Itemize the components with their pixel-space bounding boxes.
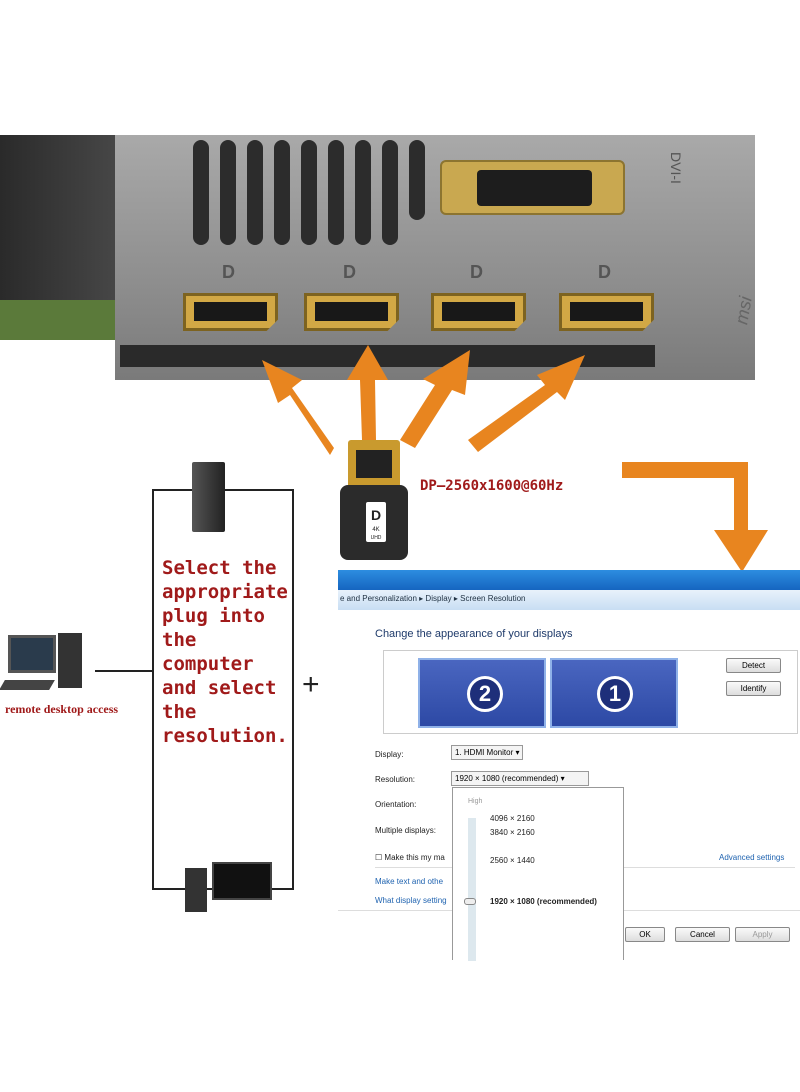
resolution-option[interactable]: 2560 × 1440 [490, 856, 535, 865]
vent [274, 140, 290, 245]
apply-button[interactable]: Apply [735, 927, 790, 942]
pc-tower-icon [185, 868, 207, 912]
instruction-text: Select the appropriate plug into the com… [162, 556, 288, 748]
screen-resolution-window: e and Personalization ▸ Display ▸ Screen… [338, 570, 800, 961]
resolution-label: Resolution: [375, 775, 416, 784]
displayport-4 [559, 293, 654, 331]
monitor-number: 2 [467, 676, 503, 712]
pc-tower-icon [192, 462, 225, 532]
spec-text: DP—2560x1600@60Hz [420, 478, 564, 494]
svg-text:D: D [371, 507, 381, 523]
detect-button[interactable]: Detect [726, 658, 781, 673]
dp-symbol: D [343, 262, 356, 282]
connector-line [95, 670, 153, 672]
breadcrumb-item[interactable]: e and Personalization [340, 594, 417, 603]
resolution-select[interactable]: 1920 × 1080 (recommended) ▾ [451, 771, 589, 786]
vent [355, 140, 371, 245]
computer-icon [8, 635, 56, 673]
dp-symbol: D [222, 262, 235, 282]
instruction-line: resolution. [162, 725, 288, 747]
monitor-2[interactable]: 2 [418, 658, 546, 728]
vent [382, 140, 398, 245]
connector-line [152, 489, 154, 889]
vent [247, 140, 263, 245]
dp-dummy-plug: D 4K UHD [340, 440, 408, 560]
gpu-body [120, 345, 655, 367]
instruction-line: Select the [162, 557, 277, 579]
connector-line [225, 489, 293, 491]
plus-sign: + [302, 668, 320, 701]
vent [220, 140, 236, 245]
vent [301, 140, 317, 245]
vent [328, 140, 344, 245]
displayport-2 [304, 293, 399, 331]
advanced-settings-link[interactable]: Advanced settings [719, 853, 785, 862]
dp-symbol: D [598, 262, 611, 282]
remote-label: remote desktop access [5, 702, 119, 716]
svg-text:4K: 4K [372, 527, 379, 533]
instruction-line: computer [162, 653, 254, 675]
display-value: 1. HDMI Monitor [455, 748, 514, 757]
svg-text:UHD: UHD [371, 535, 382, 541]
orientation-label: Orientation: [375, 800, 417, 809]
instruction-line: the [162, 629, 197, 651]
display-settings-link[interactable]: What display setting [375, 896, 447, 905]
pc-tower-icon [58, 633, 82, 688]
gpu-pcb-edge [0, 300, 120, 340]
dp-symbol: D [470, 262, 483, 282]
displayport-1 [183, 293, 278, 331]
vent [193, 140, 209, 245]
displayport-3 [431, 293, 526, 331]
text-size-link[interactable]: Make text and othe [375, 877, 444, 886]
instruction-line: plug into [162, 605, 265, 627]
display-label: Display: [375, 750, 404, 759]
resolution-slider-track[interactable] [468, 818, 476, 961]
display-preview [383, 650, 798, 734]
vent [409, 140, 425, 220]
arrow-corner-icon [622, 462, 768, 572]
page-title: Change the appearance of your displays [375, 628, 573, 640]
make-main-label: Make this my ma [384, 853, 445, 862]
resolution-option[interactable]: 4096 × 2160 [490, 814, 535, 823]
arrow-up-icon [468, 355, 585, 452]
arrow-up-icon [347, 345, 388, 440]
display-select[interactable]: 1. HDMI Monitor ▾ [451, 745, 524, 760]
resolution-option[interactable]: 3840 × 2160 [490, 828, 535, 837]
breadcrumb: e and Personalization ▸ Display ▸ Screen… [338, 590, 800, 610]
breadcrumb-item: Screen Resolution [460, 594, 526, 603]
title-bar [338, 570, 800, 590]
identify-button[interactable]: Identify [726, 681, 781, 696]
cancel-button[interactable]: Cancel [675, 927, 730, 942]
connector-line [152, 489, 192, 491]
high-label: High [468, 798, 483, 805]
arrow-up-icon [400, 350, 470, 448]
keyboard-icon [0, 680, 55, 690]
ok-button[interactable]: OK [625, 927, 665, 942]
connector-line [292, 489, 294, 889]
make-main-checkbox[interactable]: ☐ Make this my ma [375, 853, 445, 862]
resolution-value: 1920 × 1080 (recommended) [455, 774, 559, 783]
monitor-icon [212, 862, 272, 900]
instruction-line: the [162, 701, 197, 723]
resolution-option-selected[interactable]: 1920 × 1080 (recommended) [490, 897, 597, 906]
multiple-displays-label: Multiple displays: [375, 826, 436, 835]
instruction-line: appropriate [162, 581, 288, 603]
monitor-1[interactable]: 1 [550, 658, 678, 728]
breadcrumb-item[interactable]: Display [425, 594, 452, 603]
arrow-up-icon [262, 360, 334, 455]
monitor-number: 1 [597, 676, 633, 712]
instruction-line: and select [162, 677, 277, 699]
resolution-slider-thumb[interactable] [464, 898, 476, 905]
arrows [262, 345, 768, 572]
resolution-dropdown: High 4096 × 2160 3840 × 2160 2560 × 1440… [452, 787, 624, 961]
dvi-port [440, 160, 625, 215]
